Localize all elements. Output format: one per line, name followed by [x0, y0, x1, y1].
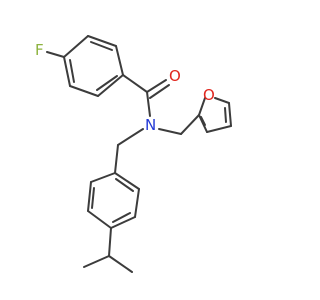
bond [63, 56, 71, 87]
bond [214, 97, 230, 104]
bond [158, 128, 182, 135]
bond [108, 227, 112, 257]
bonds [46, 35, 232, 273]
bond [87, 181, 92, 212]
bond [114, 144, 119, 174]
bond [96, 75, 118, 91]
bond [46, 51, 65, 58]
bond [134, 188, 140, 218]
bond [91, 187, 95, 209]
bond [110, 216, 136, 229]
bond [87, 35, 117, 47]
bond [206, 125, 232, 133]
bond [90, 172, 116, 183]
background [0, 0, 300, 300]
bond [112, 212, 131, 223]
bond [63, 35, 89, 58]
bond [117, 128, 144, 146]
bond [83, 255, 110, 268]
bond [149, 84, 170, 99]
carbonyl-oxygen-atom-label: O [169, 67, 181, 85]
bond [115, 45, 124, 76]
bond [228, 102, 232, 127]
bond [108, 255, 133, 273]
bond [69, 85, 99, 97]
fluorine-atom-label: F [35, 41, 44, 59]
bond [180, 114, 200, 135]
bond [90, 41, 113, 51]
amide-nitrogen-atom-label: N [145, 116, 156, 134]
bond [122, 74, 148, 93]
bond [200, 116, 206, 126]
molecule-structure-diagram: F O N O [0, 0, 300, 300]
bond [115, 178, 134, 192]
bond [69, 59, 75, 83]
bond [114, 172, 140, 190]
bond [146, 91, 151, 117]
furan-oxygen-atom-label: O [203, 86, 215, 104]
bond [97, 74, 124, 97]
bond [224, 107, 227, 123]
bond [146, 79, 167, 93]
bond [87, 210, 112, 229]
atom-labels: F O N O [35, 41, 215, 134]
bond [198, 97, 206, 116]
